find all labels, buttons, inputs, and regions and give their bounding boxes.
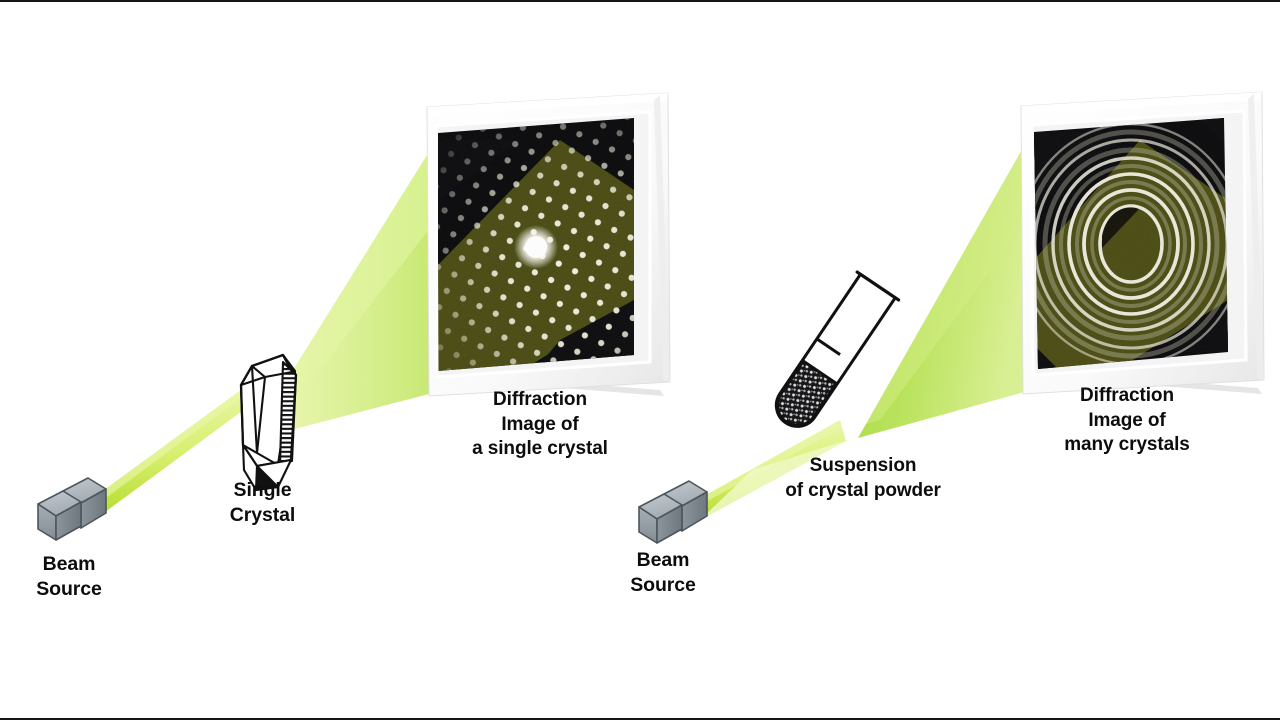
diffracted-beam-cone-right — [858, 132, 1032, 438]
single-crystal-sample — [239, 353, 298, 492]
beam-source-label-left: Beam Source — [36, 553, 102, 601]
bottom-border-rule — [0, 718, 1280, 720]
beam-source-right — [638, 480, 708, 544]
single-crystal-label: Single Crystal — [229, 479, 296, 527]
top-border-rule — [0, 0, 1280, 2]
detector-screen-left — [426, 92, 671, 397]
suspension-label: Suspension of crystal powder — [785, 455, 941, 501]
beam-source-label-right: Beam Source — [630, 549, 696, 597]
beam-source-left — [37, 477, 107, 541]
diffraction-image-label-left: Diffraction Image of a single crystal — [472, 389, 608, 460]
incident-beam-left — [96, 381, 253, 515]
test-tube-sample — [774, 270, 901, 428]
detector-screen-right — [1020, 91, 1265, 395]
diffraction-image-label-right: Diffraction Image of many crystals — [1064, 385, 1190, 456]
diffracted-beam-cone-left — [283, 115, 452, 432]
